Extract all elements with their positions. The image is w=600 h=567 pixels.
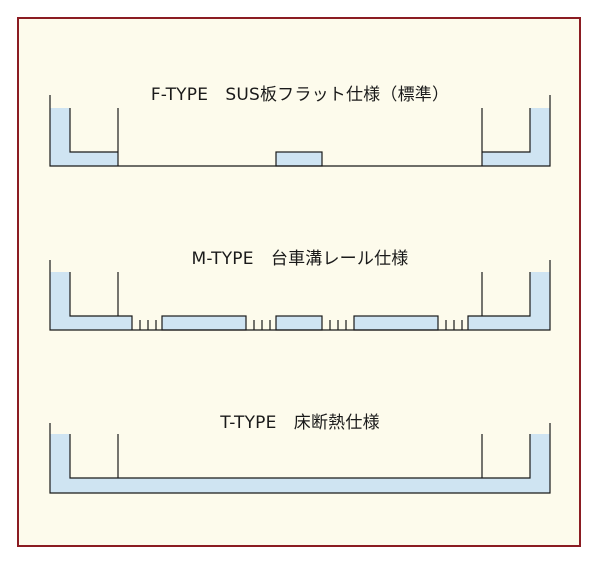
m-plate-1	[162, 316, 246, 330]
m-plate-2	[276, 316, 322, 330]
f-left-outline	[49, 95, 551, 167]
m-right-wall-insulation	[468, 272, 550, 330]
diagram-frame	[17, 17, 581, 547]
f-left-wall-insulation	[50, 108, 118, 166]
f-type-title: F-TYPE SUS板フラット仕様（標準）	[150, 85, 450, 105]
m-rail-grooves	[139, 320, 463, 330]
m-plate-3	[354, 316, 438, 330]
f-type-section	[49, 95, 551, 167]
t-type-title: T-TYPE 床断熱仕様	[220, 413, 380, 433]
f-center-plate	[276, 152, 322, 166]
m-left-wall-insulation	[50, 272, 132, 330]
m-type-title: M-TYPE 台車溝レール仕様	[191, 249, 409, 269]
t-outline	[49, 423, 551, 494]
m-outline	[49, 260, 551, 331]
t-floor-insulation	[50, 434, 550, 493]
t-type-section	[49, 423, 551, 494]
f-right-wall-insulation	[482, 108, 550, 166]
m-type-section	[49, 260, 551, 331]
